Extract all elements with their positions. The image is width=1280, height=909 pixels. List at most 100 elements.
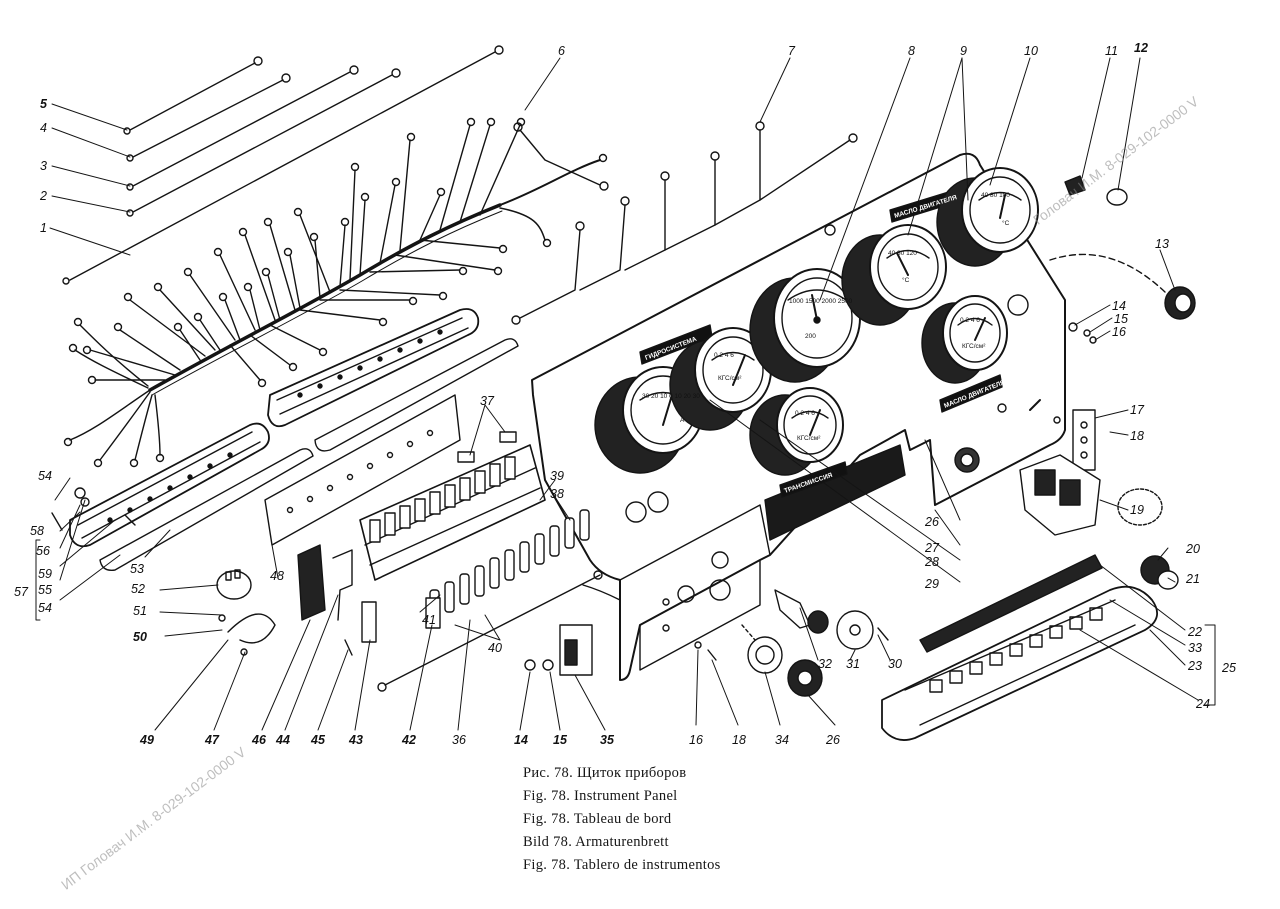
callout-56: 56 <box>36 544 50 558</box>
callout-12: 12 <box>1134 41 1148 55</box>
callout-15a: 15 <box>1114 312 1128 326</box>
callout-29: 29 <box>924 577 939 591</box>
lead-6 <box>513 122 609 191</box>
callout-32: 32 <box>818 657 832 671</box>
insulating-board <box>264 394 461 546</box>
callout-18a: 18 <box>1130 429 1144 443</box>
oil-temp-scale: 40 80 120 <box>888 250 917 257</box>
callout-33: 33 <box>1188 641 1202 655</box>
brackets-57-25 <box>35 539 1216 706</box>
callout-25: 25 <box>1221 661 1236 675</box>
callout-45: 45 <box>310 733 326 747</box>
callout-52: 52 <box>131 582 145 596</box>
callout-5: 5 <box>40 97 48 111</box>
callout-37: 37 <box>480 394 495 408</box>
switch-19 <box>1019 454 1163 536</box>
callout-20: 20 <box>1185 542 1200 556</box>
callout-10: 10 <box>1024 44 1038 58</box>
fuse-clips <box>369 456 516 543</box>
callout-9: 9 <box>960 44 967 58</box>
callout-6: 6 <box>558 44 565 58</box>
caption-de: Bild 78. Armaturenbrett <box>523 834 669 850</box>
callout-14b: 14 <box>514 733 528 747</box>
tacho-scale: 1000 1500 2000 2500 <box>789 298 853 305</box>
bulb-12 <box>1106 188 1128 206</box>
callout-30: 30 <box>888 657 902 671</box>
callout-53: 53 <box>130 562 144 576</box>
callout-31: 31 <box>846 657 860 671</box>
caption-en: Fig. 78. Instrument Panel <box>523 788 678 804</box>
callout-57: 57 <box>14 585 29 599</box>
water-temp-scale: 40 80 100 <box>981 192 1010 199</box>
label-panel-24 <box>881 585 1159 741</box>
switch-35 <box>559 584 621 676</box>
callout-40: 40 <box>488 641 502 655</box>
caption-ru: Рис. 78. Щиток приборов <box>523 765 687 781</box>
callout-27: 27 <box>924 541 940 555</box>
callout-26b: 26 <box>825 733 840 747</box>
hydro-gauge-face: КГС/см² <box>797 435 821 442</box>
tractor-meter-scale: 0 2 4 6 <box>714 352 734 359</box>
caption-es: Fig. 78. Tablero de instrumentos <box>523 857 721 873</box>
callout-4: 4 <box>40 121 47 135</box>
callout-15b: 15 <box>553 733 568 747</box>
callout-51: 51 <box>133 604 147 618</box>
callout-19: 19 <box>1130 503 1144 517</box>
nuts-14-15 <box>524 322 1097 671</box>
contacts-42 <box>425 597 441 629</box>
callout-46: 46 <box>251 733 267 747</box>
grommet-52 <box>216 569 252 600</box>
figure-caption: Рис. 78. Щиток приборов Fig. 78. Instrum… <box>523 762 923 877</box>
caption-fr: Fig. 78. Tableau de bord <box>523 811 672 827</box>
callout-55: 55 <box>38 583 52 597</box>
rail-22 <box>919 554 1103 653</box>
callout-28: 28 <box>924 555 939 569</box>
callout-26a: 26 <box>924 515 939 529</box>
ammeter-scale: 30 20 10 0 10 20 30 <box>642 393 700 400</box>
callout-3: 3 <box>40 159 47 173</box>
terminal-strips <box>69 308 519 571</box>
connector-plate-17 <box>1072 409 1096 471</box>
screw-45 <box>344 639 353 656</box>
single-wire-leads <box>62 45 504 285</box>
callout-13: 13 <box>1155 237 1169 251</box>
gauges <box>594 167 1039 476</box>
tacho-face: 200 <box>805 333 816 340</box>
callout-38: 38 <box>550 487 564 501</box>
callout-39: 39 <box>550 469 564 483</box>
gauge-texts: A 30 20 10 0 10 20 30 КГС/см² 0 2 4 6 КГ… <box>642 192 1010 442</box>
callout-44: 44 <box>275 733 290 747</box>
contact-43 <box>361 601 377 643</box>
callout-54a: 54 <box>38 469 52 483</box>
callout-58: 58 <box>30 524 44 538</box>
callout-22: 22 <box>1187 625 1202 639</box>
callout-48: 48 <box>270 569 284 583</box>
callout-1: 1 <box>40 221 47 235</box>
tractor-meter-face: КГС/см² <box>718 375 742 382</box>
wiring-harness <box>69 124 601 461</box>
callout-43: 43 <box>348 733 363 747</box>
water-temp-face: °C <box>1002 219 1010 227</box>
callout-24: 24 <box>1195 697 1210 711</box>
callout-50: 50 <box>133 630 147 644</box>
harness-terminals <box>63 117 608 468</box>
callout-59: 59 <box>38 567 52 581</box>
callout-8: 8 <box>908 44 915 58</box>
exploded-view: ГИДРОСИСТЕМА МАСЛО ДВИГАТЕЛЯ МАСЛО ДВИГА… <box>14 41 1236 747</box>
callout-2: 2 <box>39 189 47 203</box>
callout-18b: 18 <box>732 733 746 747</box>
callout-42: 42 <box>401 733 416 747</box>
callout-21: 21 <box>1185 572 1200 586</box>
knob-20-21 <box>1140 555 1179 590</box>
bolt-54-58 <box>51 487 136 531</box>
leader-lines <box>49 57 1199 731</box>
hydro-gauge-scale: 0 2 4 6 <box>795 410 815 417</box>
callout-16a: 16 <box>1112 325 1126 339</box>
bracket-44 <box>332 549 353 621</box>
nameplates <box>639 189 1003 498</box>
lead-36 <box>377 570 603 692</box>
oil-pressure-scale: 0 2 4 6 <box>960 317 980 324</box>
screws-16-18 <box>694 641 717 661</box>
label-panel-icons <box>929 607 1103 693</box>
